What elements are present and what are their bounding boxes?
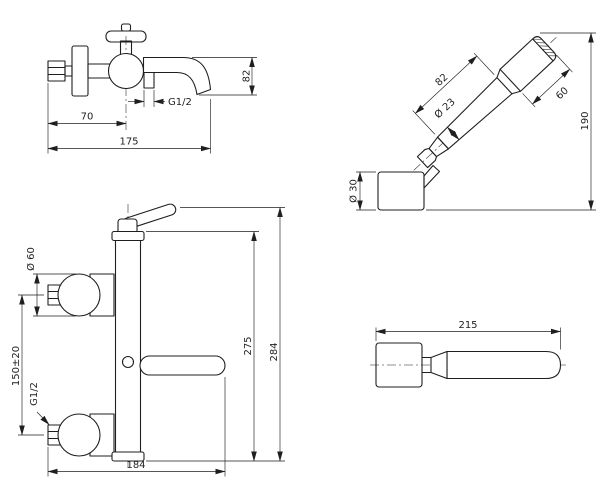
- dim-label-overall-height: 190: [580, 111, 591, 130]
- shower-holder-block: [377, 171, 425, 211]
- dim-label-total-depth: 175: [119, 137, 138, 148]
- dim-label-holder-diameter: Ø 30: [348, 179, 360, 203]
- view-shower-holder-side: 215: [370, 320, 566, 388]
- holder-bracket: [423, 164, 441, 189]
- view-mixer-side: 82 G1/2 70 175: [47, 23, 257, 154]
- dim-label-body-height: 275: [243, 336, 254, 355]
- wall-union-nut: [47, 60, 73, 82]
- spout-thread-stub: [143, 71, 155, 89]
- dim-label-overall-length: 215: [458, 320, 477, 331]
- dim-spout-thread: G1/2: [128, 90, 192, 108]
- dim-label-overall-height: 284: [269, 342, 280, 361]
- spray-face-hatch: [533, 38, 558, 57]
- dim-total-depth: 175: [47, 99, 211, 154]
- wall-flange: [71, 45, 89, 97]
- shower-cone-side: [430, 350, 448, 380]
- supply-pipe: [87, 63, 111, 79]
- dim-overall-height: 190: [426, 32, 596, 211]
- dim-label-inlet-thread: G1/2: [29, 382, 40, 406]
- handle-knob: [120, 23, 132, 32]
- dim-overall-width: 184: [47, 377, 226, 477]
- dim-overall-length: 215: [375, 320, 561, 350]
- dim-label-escutcheon-diameter: Ø 60: [25, 247, 37, 271]
- dim-handle-length: 82: [412, 52, 495, 135]
- hose-nut: [416, 147, 438, 169]
- holder-block-side: [375, 342, 423, 388]
- dim-label-head-length: 60: [554, 85, 571, 102]
- body-bottom-cap: [111, 451, 145, 462]
- hand-shower: 82 60 Ø 23: [412, 36, 573, 171]
- dim-label-overall-width: 184: [126, 460, 145, 471]
- dim-body-height: 275: [146, 231, 285, 462]
- valve-body: [107, 52, 145, 90]
- dim-holder-diameter: Ø 30: [348, 171, 376, 211]
- bath-spout: [139, 355, 226, 376]
- top-inlet-assembly: [47, 273, 115, 317]
- dim-label-inlet-spacing: 150±20: [11, 346, 22, 386]
- holder-neck: [421, 356, 432, 374]
- body-column: [114, 239, 142, 454]
- view-shower-angled: 82 60 Ø 23 190 Ø 30: [348, 32, 596, 211]
- escutcheon: [57, 273, 101, 317]
- shower-handle-side: [446, 350, 562, 380]
- dim-wall-to-spout: 70: [47, 83, 127, 154]
- dim-inlet-thread: G1/2: [29, 382, 50, 425]
- diverter-knob: [121, 355, 135, 369]
- dim-overall-height: 284: [180, 207, 285, 462]
- dim-label-spout-height: 82: [242, 70, 253, 83]
- escutcheon: [57, 413, 101, 457]
- union-stub: [64, 65, 73, 77]
- dim-label-handle-diameter: Ø 23: [432, 96, 458, 121]
- dim-label-spout-thread: G1/2: [168, 97, 192, 108]
- bottom-inlet-assembly: [47, 413, 115, 457]
- dim-inlet-spacing: 150±20: [11, 294, 44, 436]
- dim-label-handle-length: 82: [434, 72, 451, 89]
- dim-label-wall-to-spout: 70: [81, 112, 94, 123]
- spout: [142, 56, 212, 96]
- dim-spout-height: 82: [192, 57, 257, 96]
- body-top-cap: [111, 230, 145, 242]
- shower-body: [436, 36, 557, 150]
- view-mixer-front: Ø 60 150±20 G1/2 275 284 184: [11, 203, 285, 477]
